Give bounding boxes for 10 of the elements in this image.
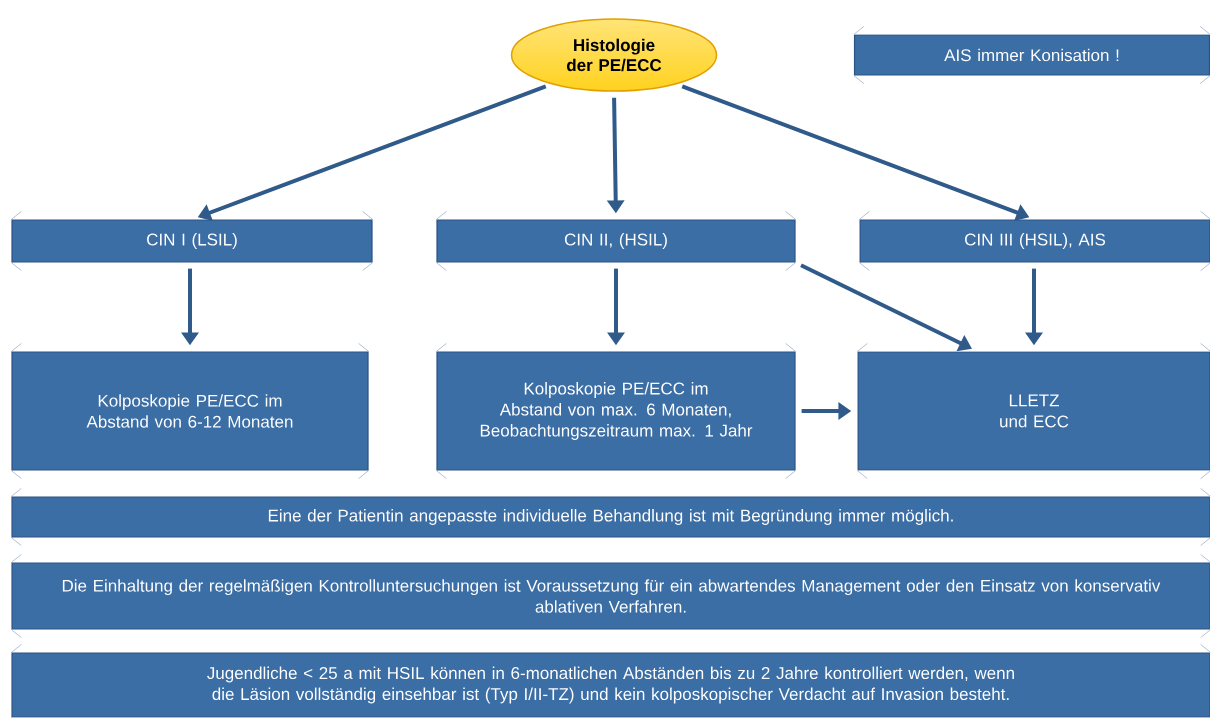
process-box: Jugendliche < 25 a mit HSIL können in 6-monatlichen Abständen bis zu 2 Jahre kontrolliert werden, wenn die Läsion vollständig einsehbar ist (Typ I/II-TZ) und kein kolposkopischer Verdacht auf Invasion besteht. bbox=[11, 652, 1210, 718]
process-box: Kolposkopie PE/ECC im Abstand von 6-12 Monaten bbox=[11, 351, 369, 471]
process-box: CIN III (HSIL), AIS bbox=[859, 219, 1210, 263]
process-box: AIS immer Konisation ! bbox=[853, 34, 1210, 76]
process-box: Eine der Patientin angepasste individuelle Behandlung ist mit Begründung immer möglich. bbox=[11, 496, 1210, 538]
process-box: Die Einhaltung der regelmäßigen Kontrolluntersuchungen ist Voraussetzung für ein abwartendes Management oder den Einsatz von konservativ ablativen Verfahren. bbox=[11, 562, 1210, 630]
process-box: Kolposkopie PE/ECC im Abstand von max. 6 Monaten, Beobachtungszeitraum max. 1 Jahr bbox=[436, 351, 796, 471]
process-box: CIN II, (HSIL) bbox=[436, 219, 796, 263]
process-box: LLETZ und ECC bbox=[857, 351, 1210, 471]
process-box: CIN I (LSIL) bbox=[11, 219, 373, 263]
